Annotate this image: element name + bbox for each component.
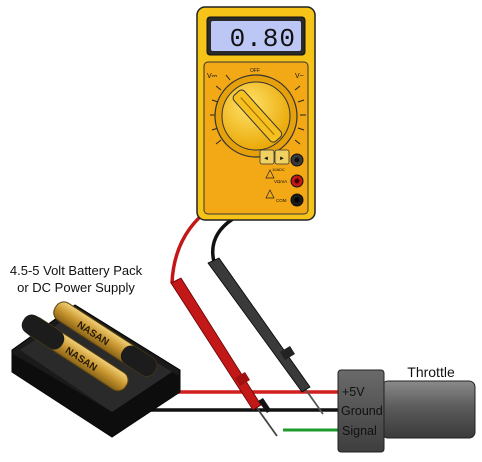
lcd-display bbox=[211, 21, 301, 51]
throttle-grip bbox=[381, 380, 476, 439]
throttle-title: Throttle bbox=[407, 364, 455, 380]
dial-label-off: OFF bbox=[250, 68, 260, 74]
throttle: Throttle +5V Ground Signal bbox=[337, 364, 476, 453]
black-probe bbox=[207, 257, 324, 415]
jack-label-vohm: VΩmA bbox=[274, 179, 287, 184]
pin-label-signal: Signal bbox=[342, 424, 377, 438]
throttle-connector bbox=[337, 369, 385, 453]
multimeter: 0.80 V⎓ V~ OFF ◄ ► 10ADC VΩmA CO bbox=[196, 6, 316, 221]
power-supply-label-line1: 4.5-5 Volt Battery Pack bbox=[10, 263, 143, 278]
dial-label-vac: V~ bbox=[295, 73, 304, 80]
jack-label-10a: 10ADC bbox=[272, 167, 285, 172]
power-supply-label-line2: or DC Power Supply bbox=[17, 280, 135, 295]
svg-text:◄: ◄ bbox=[263, 156, 269, 162]
svg-text:►: ► bbox=[279, 156, 285, 162]
battery-pack: NASAN NASAN bbox=[11, 301, 181, 438]
jack-label-com: COM bbox=[276, 198, 287, 203]
pin-label-ground: Ground bbox=[341, 404, 383, 418]
red-probe bbox=[170, 277, 278, 437]
lcd-value: 0.80 bbox=[230, 24, 296, 54]
pin-label-5v: +5V bbox=[342, 385, 365, 399]
dial-label-vdc: V⎓ bbox=[207, 73, 218, 80]
